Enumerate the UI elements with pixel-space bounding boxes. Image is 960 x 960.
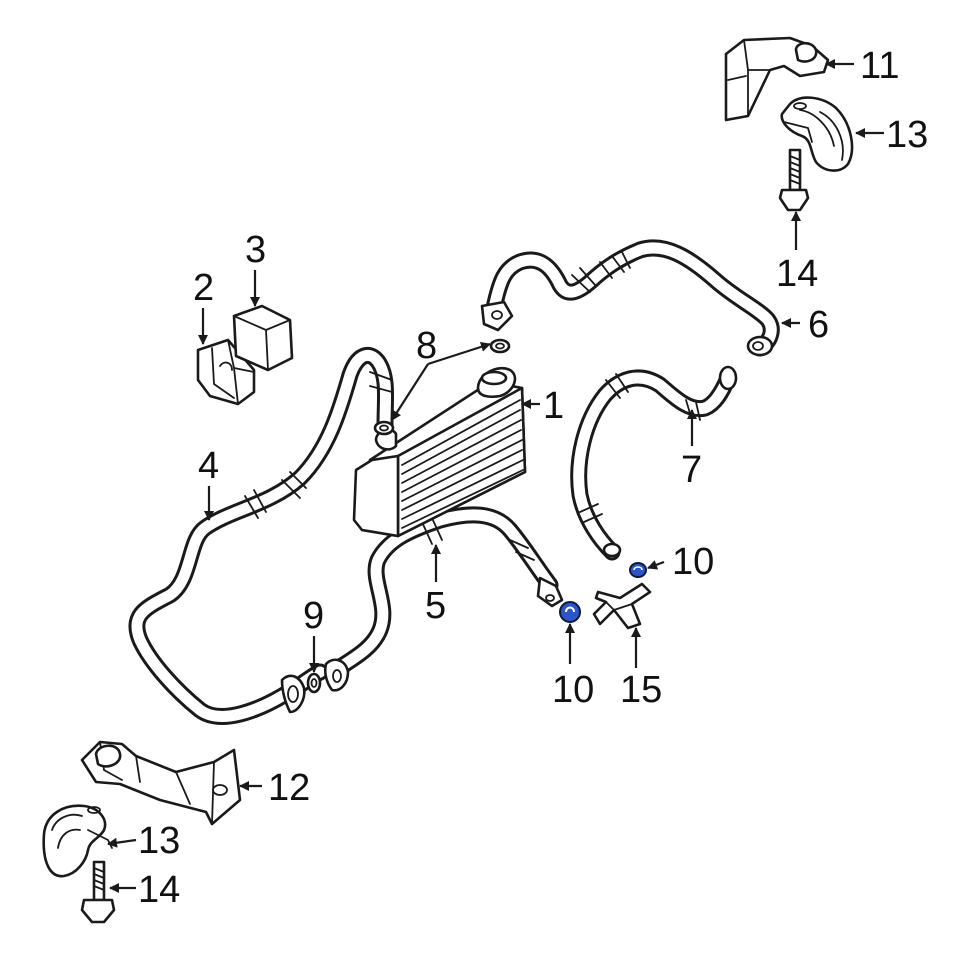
callout-5: 5 bbox=[425, 585, 446, 627]
callout-10-lower: 10 bbox=[552, 669, 594, 711]
hose-6 bbox=[480, 239, 780, 357]
callout-15: 15 bbox=[620, 669, 662, 711]
callout-7: 7 bbox=[681, 449, 702, 491]
part-13-clamp-upper bbox=[780, 96, 854, 172]
callout-leaders bbox=[107, 59, 884, 893]
callout-8: 8 bbox=[416, 325, 437, 367]
callout-3: 3 bbox=[245, 229, 266, 271]
callout-12: 12 bbox=[268, 767, 310, 809]
callout-4: 4 bbox=[198, 445, 219, 487]
callout-14-upper: 14 bbox=[776, 253, 818, 295]
sealing-washer-10-lower bbox=[559, 601, 581, 623]
o-ring-9 bbox=[306, 672, 322, 694]
callout-10-upper: 10 bbox=[672, 541, 714, 583]
part-3-pad bbox=[232, 304, 294, 372]
callout-2: 2 bbox=[193, 267, 214, 309]
part-14-bolt-upper bbox=[778, 148, 810, 212]
oil-cooler bbox=[352, 367, 527, 538]
callout-13-upper: 13 bbox=[886, 114, 928, 156]
hose-4 bbox=[128, 347, 395, 725]
callout-1: 1 bbox=[543, 385, 564, 427]
part-11-bracket bbox=[724, 36, 830, 122]
part-12-bracket bbox=[80, 740, 242, 826]
callout-6: 6 bbox=[808, 304, 829, 346]
part-15-connector bbox=[592, 582, 652, 630]
sealing-washer-10-upper bbox=[629, 562, 647, 578]
callout-9: 9 bbox=[303, 595, 324, 637]
callout-13-lower: 13 bbox=[138, 820, 180, 862]
o-rings-8 bbox=[373, 338, 511, 436]
hose-7 bbox=[570, 365, 738, 561]
part-14-bolt-lower bbox=[80, 860, 116, 924]
hose-5 bbox=[323, 506, 564, 692]
callout-11: 11 bbox=[860, 45, 899, 87]
callout-numbers: 1 2 3 4 5 6 7 8 9 10 10 11 12 13 13 14 1… bbox=[138, 45, 928, 911]
callout-14-lower: 14 bbox=[138, 869, 180, 911]
